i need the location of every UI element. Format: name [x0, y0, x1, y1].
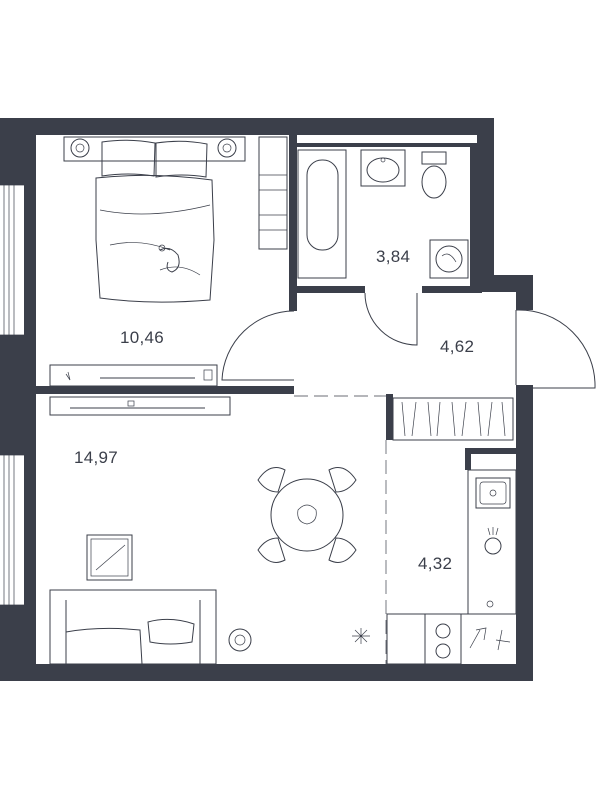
area-label-hallway: 4,62 — [440, 337, 474, 356]
exterior-walls — [0, 118, 533, 681]
sofa — [49, 589, 217, 665]
area-label-bathroom: 3,84 — [376, 247, 410, 266]
interior-walls — [36, 135, 516, 470]
area-label-living-room: 14,97 — [74, 448, 118, 467]
picture-frame-icon — [86, 534, 133, 581]
broom-icon — [469, 600, 511, 651]
stove-icon — [424, 613, 462, 665]
sink-icon — [360, 149, 406, 187]
nightstand-right-icon — [217, 138, 237, 158]
robot-vacuum-icon — [228, 628, 252, 652]
entrance-door[interactable] — [515, 309, 596, 389]
bathtub — [297, 149, 347, 279]
kitchen-counter — [387, 469, 517, 615]
wardrobe-hallway — [392, 397, 514, 441]
kitchen-sink-icon — [475, 477, 511, 509]
fridge-icon — [386, 613, 426, 665]
nightstand-left-icon — [70, 138, 90, 158]
wardrobe-bedroom — [258, 136, 288, 250]
bathroom-door[interactable] — [364, 292, 418, 346]
window-bedroom — [0, 184, 24, 336]
washing-machine-icon — [429, 239, 469, 279]
cat-icon — [158, 244, 180, 273]
bedroom-door[interactable] — [221, 310, 295, 381]
plant-icon — [352, 628, 370, 644]
area-label-kitchen: 4,32 — [418, 554, 452, 573]
kettle-icon — [484, 527, 502, 555]
tv-stand-bedroom — [49, 364, 218, 387]
dining-table — [257, 467, 357, 563]
window-living-room — [0, 454, 24, 606]
area-label-bedroom: 10,46 — [120, 328, 164, 347]
bed — [63, 136, 246, 303]
tv-living — [49, 396, 231, 416]
toilet-icon — [421, 151, 447, 199]
